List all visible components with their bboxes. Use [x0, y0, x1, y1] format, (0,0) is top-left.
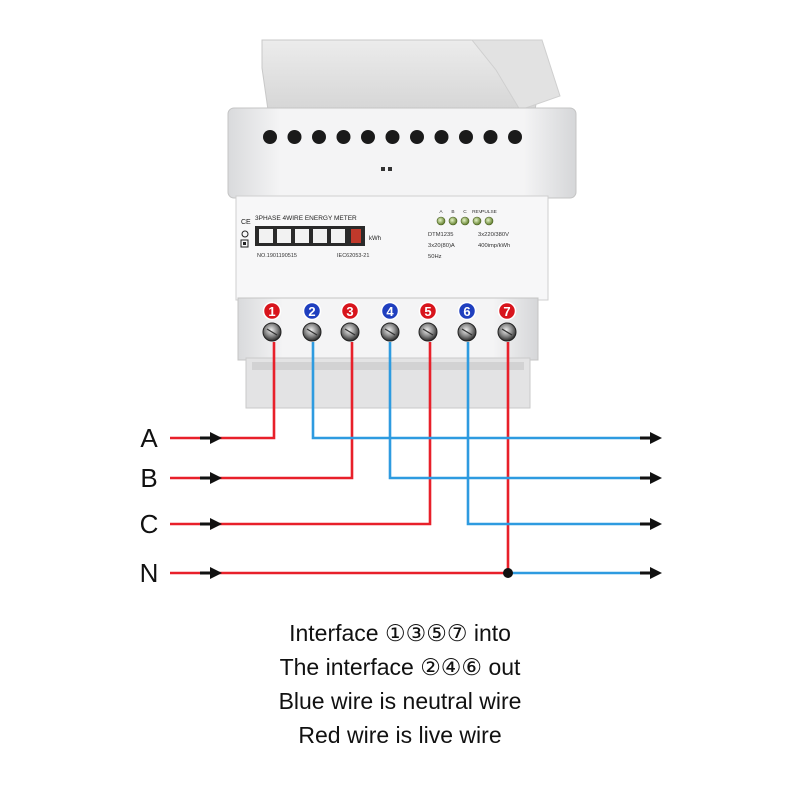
indicator-led	[472, 216, 482, 226]
terminal-badges: 1 2 3 4 5 6 7	[262, 301, 517, 321]
terminal-number: 6	[463, 304, 470, 319]
caption-line-neutral: Blue wire is neutral wire	[278, 688, 522, 714]
screw-slot	[384, 328, 396, 336]
terminal-screws	[262, 322, 517, 342]
caption-line-live: Red wire is live wire	[298, 722, 502, 748]
frequency-label: 50Hz	[428, 254, 442, 260]
upper-hole	[483, 130, 498, 144]
upper-hole	[508, 130, 522, 144]
arrow-head-icon	[210, 567, 222, 579]
terminal-badge	[497, 301, 517, 321]
caption-block: Interface ①③⑤⑦ into The interface ②④⑥ ou…	[0, 616, 800, 752]
led-label: B	[451, 209, 454, 215]
lcd-digit-cell	[331, 229, 345, 243]
wire-out-a	[311, 342, 640, 440]
wire-live-b	[170, 342, 354, 480]
arrow-head-icon	[210, 518, 222, 530]
upper-hole	[263, 130, 277, 144]
meter-title: 3PHASE 4WIRE ENERGY METER	[255, 215, 357, 222]
line-label: N	[140, 558, 159, 588]
current-label: 3x20(80)A	[428, 243, 455, 249]
constant-label: 400imp/kWh	[478, 243, 510, 249]
kwh-unit: kWh	[369, 236, 381, 242]
upper-terminal-holes	[263, 130, 522, 144]
terminal-badge	[340, 301, 360, 321]
caption-line-outputs: The interface ②④⑥ out	[279, 654, 521, 680]
standard-label: IEC62053-21	[337, 253, 369, 259]
upper-hole	[434, 130, 449, 144]
upper-hole	[385, 130, 400, 144]
status-dot	[381, 167, 385, 171]
indicator-led	[436, 216, 446, 226]
indicator-led	[460, 216, 470, 226]
din-rail-clip-shadow	[252, 362, 524, 370]
status-dot	[388, 167, 392, 171]
arrow-head-icon	[650, 472, 662, 484]
arrow-head-icon	[650, 567, 662, 579]
double-insulation-inner	[243, 242, 246, 245]
upper-body	[227, 107, 577, 199]
terminal-badge	[380, 301, 400, 321]
terminal-number: 2	[308, 304, 315, 319]
arrow-head-icon	[650, 432, 662, 444]
screw-slot	[266, 328, 278, 336]
screw-slot	[422, 328, 434, 336]
screw-slot	[461, 328, 473, 336]
terminal-badge	[262, 301, 282, 321]
wires	[170, 342, 662, 579]
terminal-number: 4	[386, 304, 394, 319]
led-label: REV	[472, 209, 483, 215]
led-label: C	[463, 209, 467, 215]
top-cover-right-fold	[470, 39, 561, 111]
terminal-badge	[302, 301, 322, 321]
upper-hole	[361, 130, 375, 144]
upper-hole	[312, 130, 326, 144]
lcd-digit-cell	[295, 229, 309, 243]
screw-slot	[501, 328, 513, 336]
upper-hole	[336, 130, 351, 144]
lcd-red-digit	[351, 229, 361, 243]
arrow-head-icon	[210, 432, 222, 444]
screw-slot	[344, 328, 356, 336]
indicator-led	[448, 216, 458, 226]
lcd-digit-cell	[277, 229, 291, 243]
ce-mark: CE	[241, 219, 251, 226]
lcd-digit-cell	[313, 229, 327, 243]
terminal-number: 5	[424, 304, 431, 319]
upper-hole	[459, 130, 473, 144]
double-insulation-icon	[240, 239, 249, 248]
indicator-led	[484, 216, 494, 226]
line-label: A	[140, 423, 158, 453]
lcd-digit-cell	[259, 229, 273, 243]
upper-hole	[287, 130, 302, 144]
upper-hole	[410, 130, 424, 144]
lcd-digits	[259, 229, 345, 243]
terminal-number: 1	[268, 304, 275, 319]
junction-dot	[503, 568, 513, 578]
screw-slot	[306, 328, 318, 336]
terminal-badge	[418, 301, 438, 321]
front-panel	[235, 195, 549, 301]
class-mark-icon	[241, 230, 249, 238]
line-label: C	[140, 509, 159, 539]
wire-live-c	[170, 342, 432, 526]
wire-out-c	[466, 342, 640, 526]
model-label: DTM1235	[428, 232, 453, 238]
serial-number: NO.1901190515	[257, 253, 297, 259]
arrow-head-icon	[210, 472, 222, 484]
wire-out-b	[388, 342, 640, 480]
terminal-number: 7	[503, 304, 510, 319]
arrow-head-icon	[650, 518, 662, 530]
line-label: B	[140, 463, 157, 493]
led-label: PULSE	[481, 209, 497, 215]
terminal-badge	[457, 301, 477, 321]
caption-line-inputs: Interface ①③⑤⑦ into	[289, 620, 511, 646]
terminal-number: 3	[346, 304, 353, 319]
energy-meter: 3PHASE 4WIRE ENERGY METER kWh NO.1901190…	[227, 39, 577, 409]
voltage-label: 3x220/380V	[478, 232, 509, 238]
led-label: A	[439, 209, 443, 215]
